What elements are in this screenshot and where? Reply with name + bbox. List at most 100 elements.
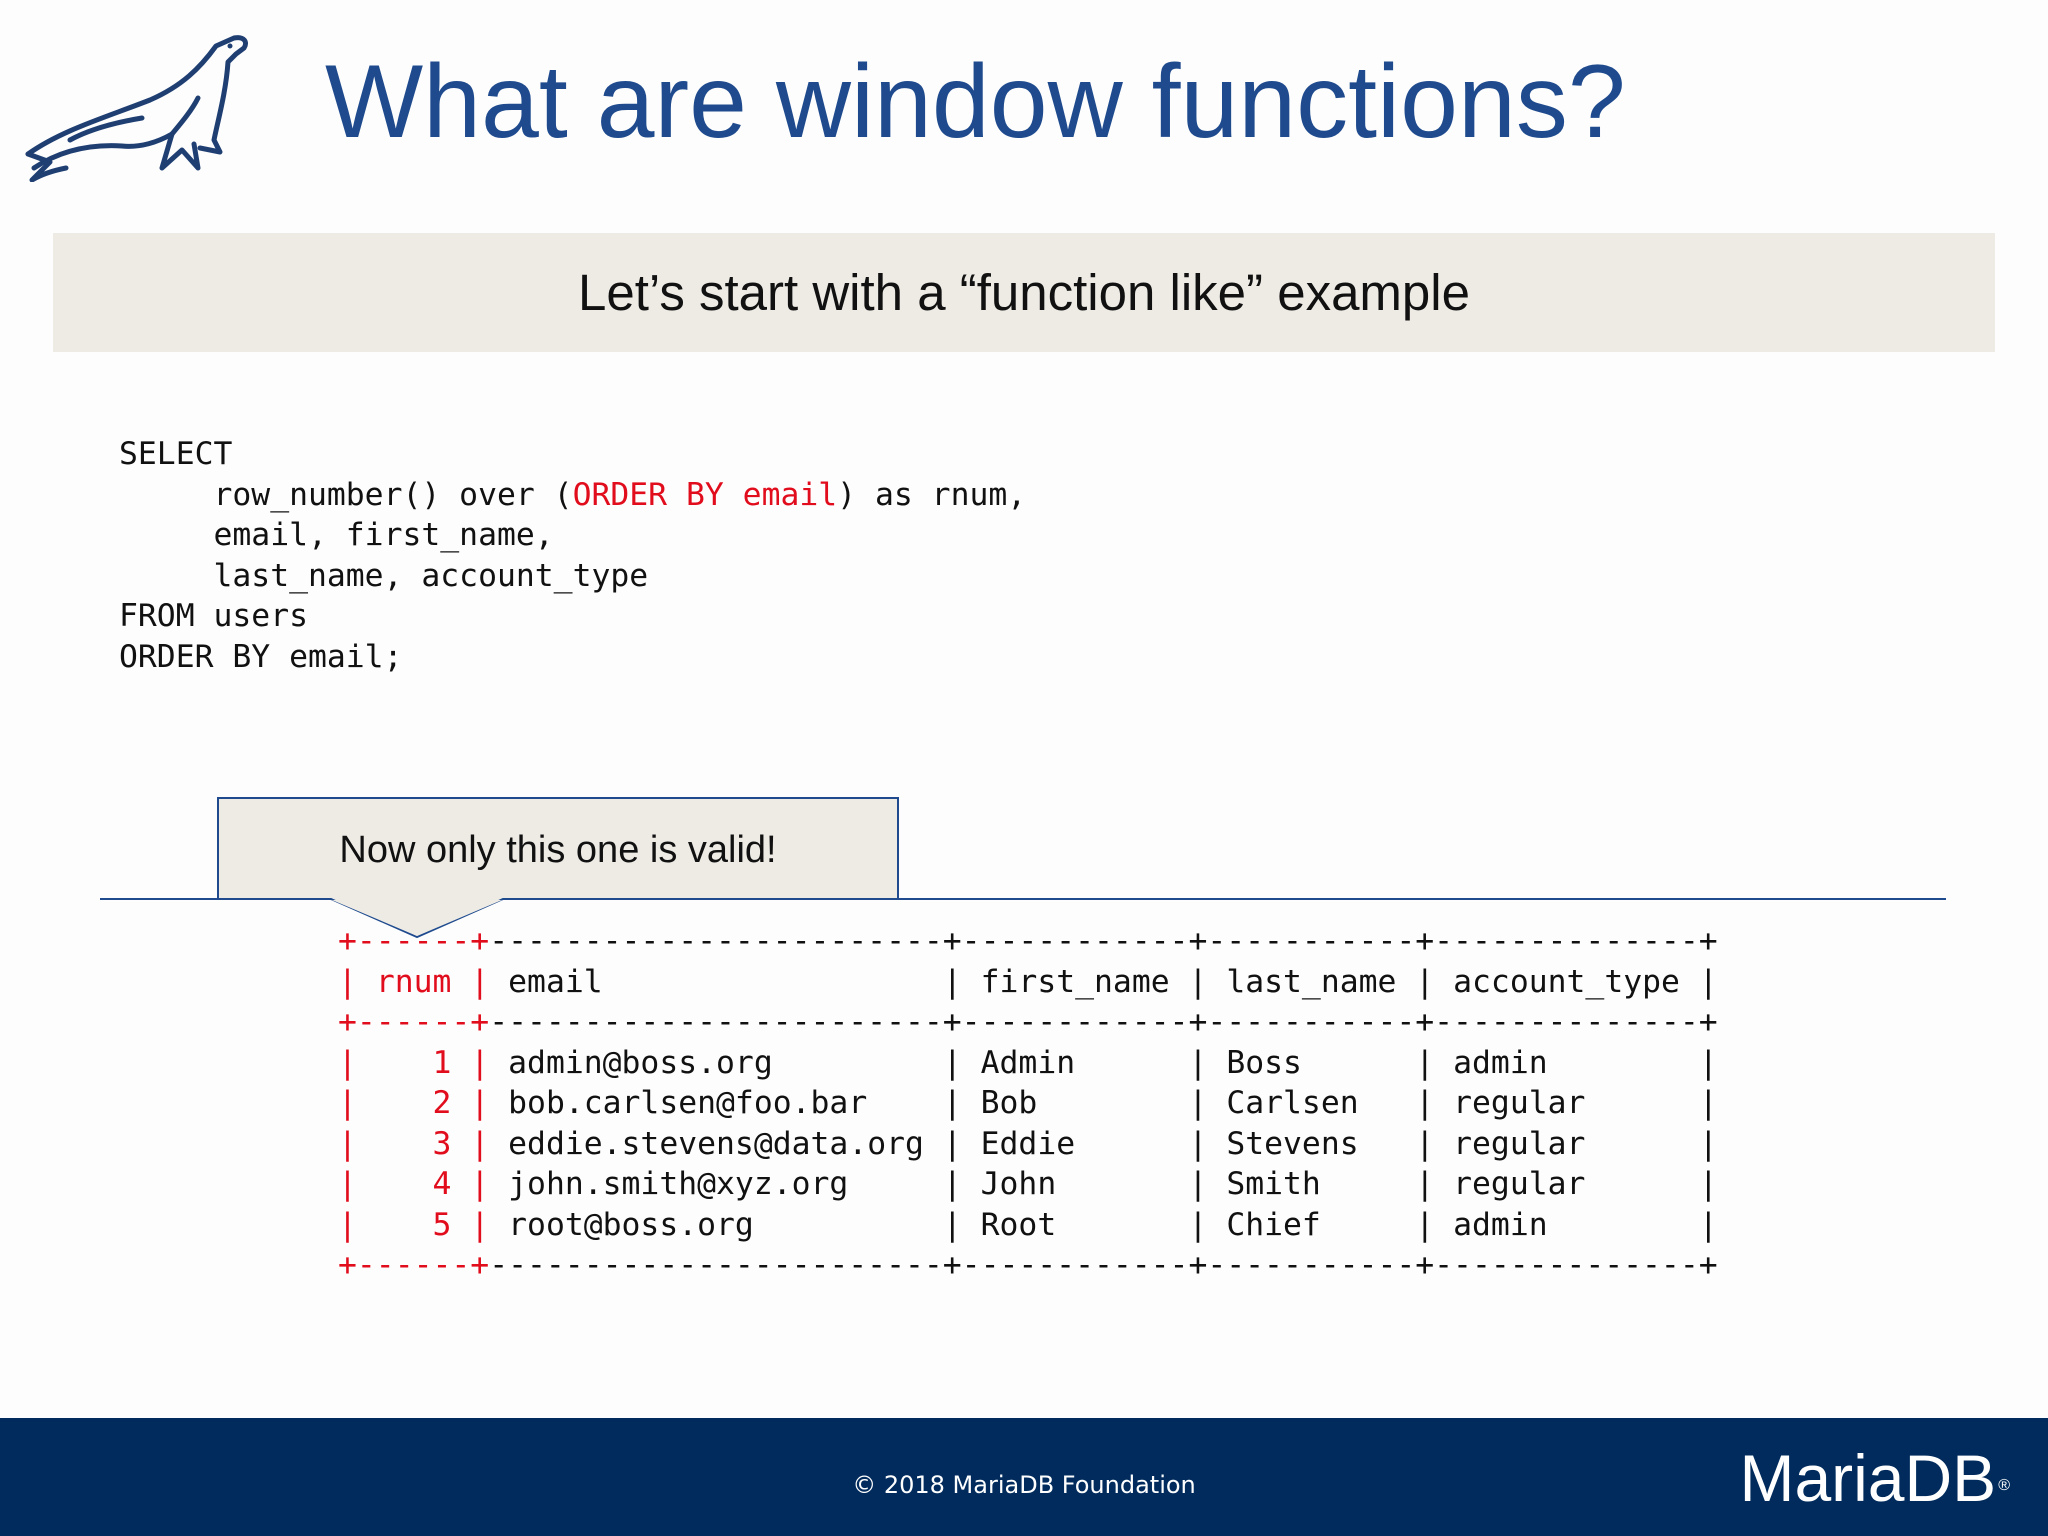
table-border: |	[338, 963, 376, 1000]
code-text: row_number() over (	[119, 476, 573, 513]
table-border: ------------------------+------------+--…	[489, 923, 1718, 959]
table-cell: Boss	[1226, 1044, 1397, 1081]
table-border: |	[1679, 1044, 1718, 1081]
code-text: SELECT	[119, 436, 233, 472]
table-cell: regular	[1453, 1125, 1680, 1162]
column-header: email	[508, 963, 924, 1000]
table-border: |	[923, 1044, 981, 1081]
table-border: ------------------------+------------+--…	[489, 1247, 1718, 1283]
table-cell: admin@boss.org	[508, 1044, 924, 1081]
callout-box: Now only this one is valid!	[217, 797, 899, 900]
subtitle-band: Let’s start with a “function like” examp…	[53, 233, 1995, 352]
table-border: |	[451, 963, 490, 1000]
code-text: ) as rnum,	[837, 476, 1027, 513]
table-border: |	[1169, 1125, 1227, 1162]
table-border: |	[338, 1125, 376, 1162]
table-border: |	[1679, 1206, 1718, 1243]
table-cell: john.smith@xyz.org	[508, 1166, 924, 1202]
table-border: |	[1396, 963, 1454, 1000]
table-cell: bob.carlsen@foo.bar	[508, 1085, 924, 1121]
table-border: |	[1396, 1206, 1454, 1243]
column-header: last_name	[1226, 963, 1397, 1000]
table-spacer	[489, 1085, 508, 1121]
table-spacer	[489, 1126, 508, 1162]
brand-name: MariaDB	[1739, 1441, 1997, 1515]
table-cell: regular	[1453, 1085, 1680, 1121]
callout-pointer	[100, 898, 1946, 939]
table-cell: John	[980, 1166, 1170, 1202]
row-number-cell: 1	[375, 1044, 452, 1081]
table-cell: Eddie	[980, 1125, 1170, 1162]
registered-mark: ®	[1998, 1477, 2010, 1494]
code-text: email, first_name,	[119, 517, 554, 553]
table-border: |	[451, 1206, 490, 1243]
table-spacer	[489, 1045, 508, 1081]
row-number-cell: 2	[375, 1085, 452, 1121]
callout-text: Now only this one is valid!	[339, 829, 777, 871]
table-border: |	[338, 1044, 376, 1081]
code-text: ORDER BY email;	[119, 638, 403, 675]
query-result-table: +------+------------------------+-------…	[338, 921, 1718, 1286]
table-cell: eddie.stevens@data.org	[508, 1125, 924, 1162]
table-border: |	[1396, 1166, 1454, 1202]
table-border: |	[338, 1085, 376, 1121]
table-border: |	[923, 1125, 981, 1162]
table-border: +------+	[338, 1247, 490, 1283]
table-border: |	[1679, 1166, 1718, 1202]
mariadb-logo: MariaDB®	[1739, 1440, 2010, 1516]
table-cell: Carlsen	[1226, 1085, 1397, 1121]
table-border: |	[1396, 1125, 1454, 1162]
slide-subtitle: Let’s start with a “function like” examp…	[578, 264, 1470, 321]
column-header: account_type	[1453, 963, 1680, 1000]
table-border: |	[1169, 1044, 1227, 1081]
table-border: |	[923, 1206, 981, 1243]
table-border: |	[1169, 1166, 1227, 1202]
code-text: FROM users	[119, 598, 308, 634]
table-border: |	[451, 1085, 490, 1121]
table-border: |	[338, 1166, 376, 1202]
row-number-cell: 5	[375, 1206, 452, 1243]
table-cell: Bob	[980, 1085, 1170, 1121]
code-text: last_name, account_type	[119, 557, 649, 594]
table-cell: Stevens	[1226, 1125, 1397, 1162]
footer-bar: © 2018 MariaDB Foundation MariaDB®	[0, 1418, 2048, 1536]
table-border: |	[1679, 1085, 1718, 1121]
table-border: |	[923, 1085, 981, 1121]
table-border: |	[1679, 963, 1718, 1000]
table-border: |	[1396, 1085, 1454, 1121]
table-border: +------+	[338, 1004, 490, 1040]
table-cell: root@boss.org	[508, 1206, 924, 1243]
sea-lion-icon	[25, 35, 249, 182]
table-border: |	[1169, 1085, 1227, 1121]
row-number-cell: 4	[375, 1166, 452, 1202]
table-cell: Admin	[980, 1044, 1170, 1081]
table-cell: regular	[1453, 1166, 1680, 1202]
code-highlight: ORDER BY email	[572, 476, 838, 513]
table-cell: admin	[1453, 1206, 1680, 1243]
column-header: rnum	[375, 963, 452, 1000]
table-cell: Smith	[1226, 1166, 1397, 1202]
footer-copyright: © 2018 MariaDB Foundation	[852, 1471, 1196, 1499]
table-cell: Root	[980, 1206, 1170, 1243]
table-cell: Chief	[1226, 1206, 1397, 1243]
table-border: |	[1169, 1206, 1227, 1243]
slide-title: What are window functions?	[325, 44, 1626, 160]
table-border: |	[1169, 963, 1227, 1000]
table-border: |	[451, 1044, 490, 1081]
table-spacer	[489, 1166, 508, 1202]
table-border: |	[1396, 1044, 1454, 1081]
table-border: +------+	[338, 923, 490, 959]
table-border: |	[923, 1166, 981, 1202]
column-header: first_name	[980, 963, 1170, 1000]
table-border: |	[338, 1206, 376, 1243]
row-number-cell: 3	[375, 1125, 452, 1162]
table-cell: admin	[1453, 1044, 1680, 1081]
table-border: |	[1679, 1125, 1718, 1162]
table-spacer	[489, 1207, 508, 1243]
table-border: |	[451, 1166, 490, 1202]
table-border: |	[451, 1125, 490, 1162]
table-border: |	[923, 963, 981, 1000]
sql-code-block: SELECT row_number() over (ORDER BY email…	[119, 434, 1026, 677]
table-spacer	[489, 964, 508, 1000]
table-border: ------------------------+------------+--…	[489, 1004, 1718, 1040]
